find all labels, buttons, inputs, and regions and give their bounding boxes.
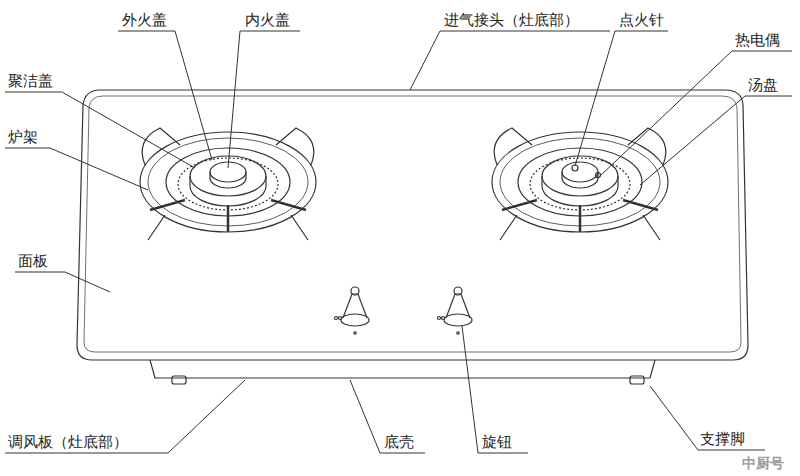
part-label: 支撑脚: [700, 430, 745, 448]
part-label: 面板: [18, 252, 48, 270]
part-label: 调风板（灶底部）: [8, 433, 128, 451]
part-label: 旋钮: [482, 433, 512, 451]
watermark: 中厨号: [742, 454, 784, 472]
part-label: 外火盖: [122, 11, 167, 29]
part-label: 热电偶: [735, 31, 780, 49]
part-label: 汤盘: [748, 76, 778, 94]
part-label: 聚洁盖: [8, 72, 53, 90]
part-label: 底壳: [384, 433, 414, 451]
part-label: 点火针: [619, 11, 664, 29]
part-label: 炉架: [8, 128, 38, 146]
part-label: 进气接头（灶底部）: [444, 11, 579, 29]
part-label: 内火盖: [245, 11, 290, 29]
